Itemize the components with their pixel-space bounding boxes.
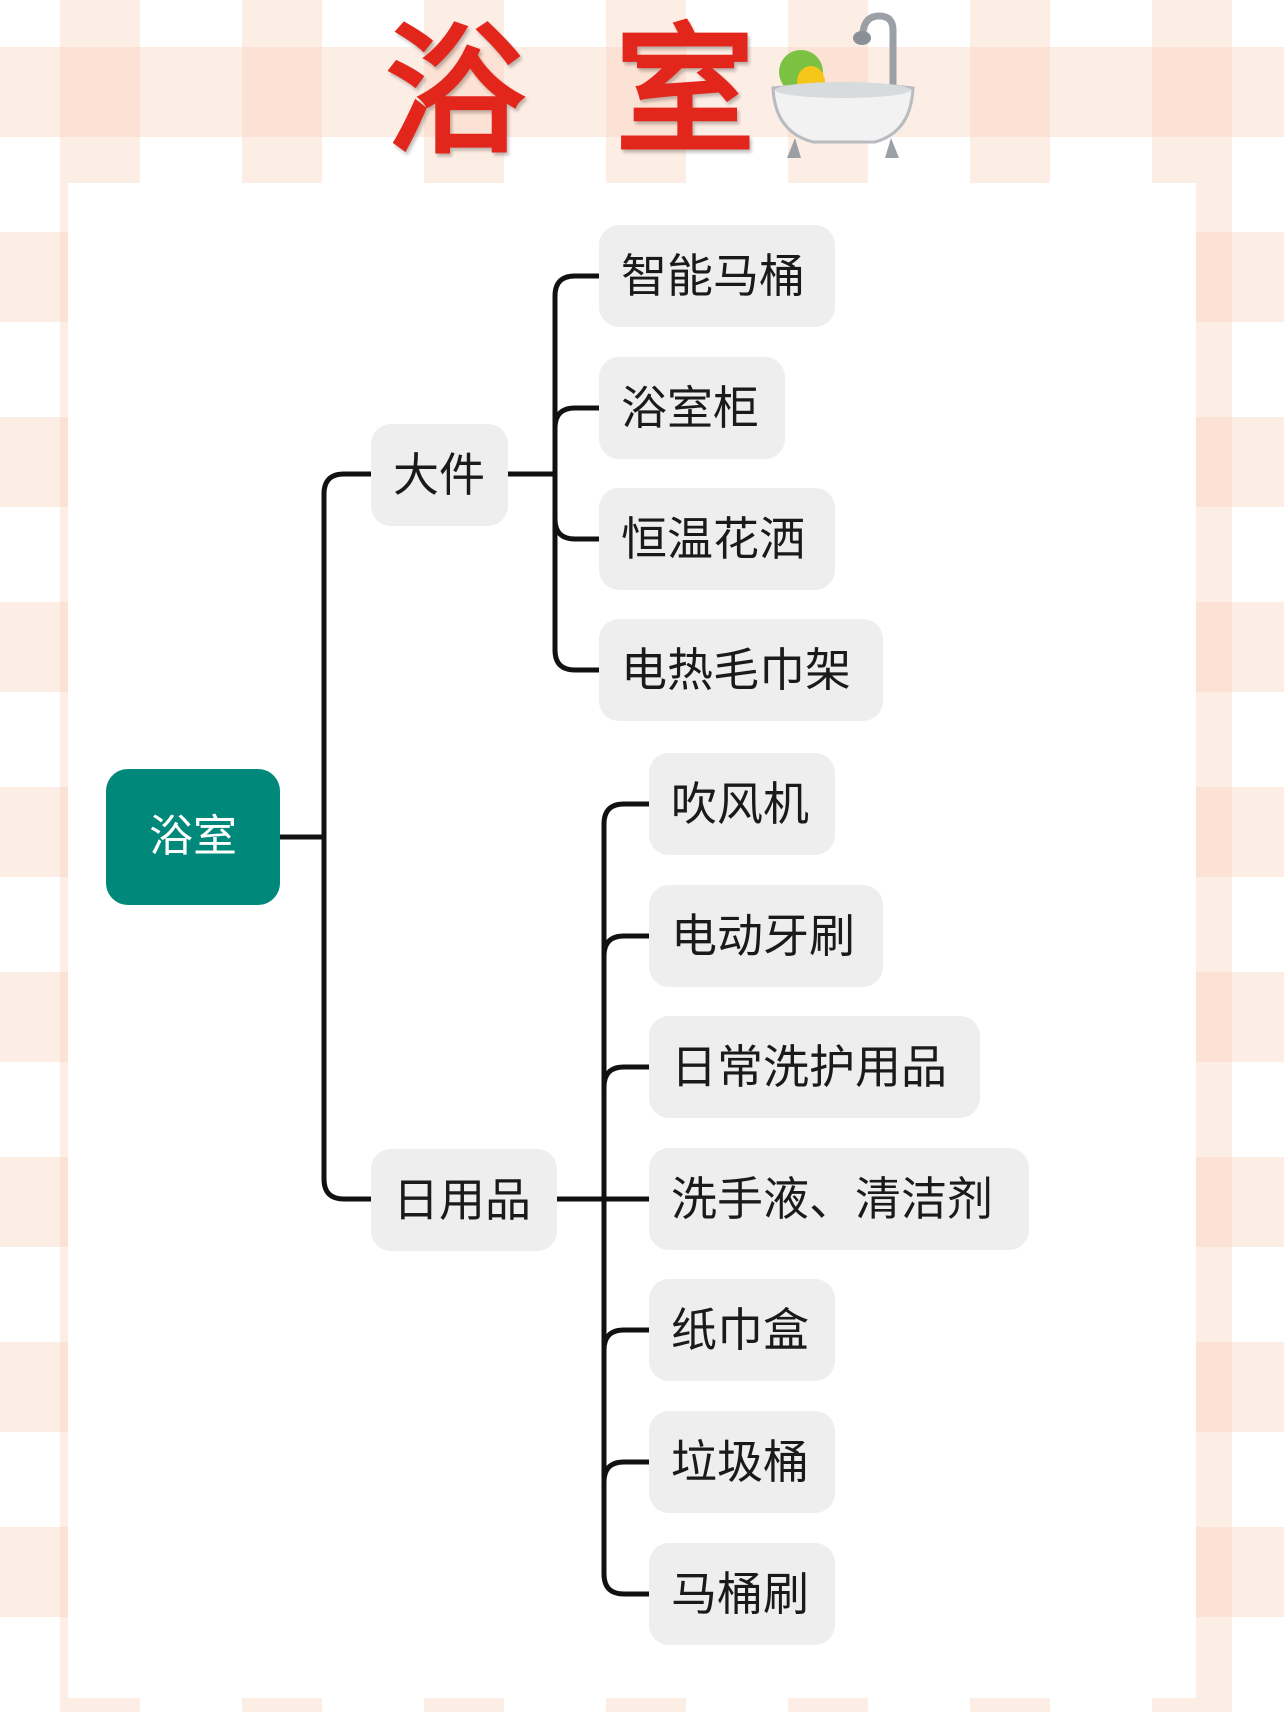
connector-root-trunk — [321, 471, 374, 1202]
branch-node-riyongpin[interactable]: 日用品 — [371, 1149, 557, 1251]
connector-riyongpin-child — [601, 1327, 652, 1353]
title-char-1: 浴 — [385, 11, 526, 174]
connector-dajian-trunk — [552, 273, 602, 673]
connector-riyongpin-child — [601, 933, 652, 959]
page-title: 浴 室 — [0, 8, 1284, 178]
title-char-2: 室 — [615, 11, 756, 174]
leaf-node[interactable]: 垃圾桶 — [649, 1411, 835, 1513]
connector-riyongpin-child — [601, 1459, 652, 1485]
leaf-node[interactable]: 吹风机 — [649, 753, 835, 855]
leaf-node[interactable]: 浴室柜 — [599, 357, 785, 459]
leaf-node[interactable]: 智能马桶 — [599, 225, 835, 327]
leaf-node[interactable]: 电动牙刷 — [649, 885, 883, 987]
leaf-node[interactable]: 日常洗护用品 — [649, 1016, 980, 1118]
person-taking-bath-icon — [771, 12, 915, 158]
connector-riyongpin-child — [601, 1064, 652, 1090]
connector-dajian-child — [552, 405, 602, 431]
leaf-node[interactable]: 纸巾盒 — [649, 1279, 835, 1381]
root-node[interactable]: 浴室 — [106, 769, 280, 905]
leaf-node[interactable]: 恒温花洒 — [599, 488, 835, 590]
connector-dajian-child — [552, 516, 602, 542]
connector-riyongpin-trunk — [601, 801, 652, 1597]
leaf-node[interactable]: 马桶刷 — [649, 1543, 835, 1645]
branch-node-dajian[interactable]: 大件 — [371, 424, 508, 526]
leaf-node[interactable]: 洗手液、清洁剂 — [649, 1148, 1029, 1250]
leaf-node[interactable]: 电热毛巾架 — [599, 619, 883, 721]
